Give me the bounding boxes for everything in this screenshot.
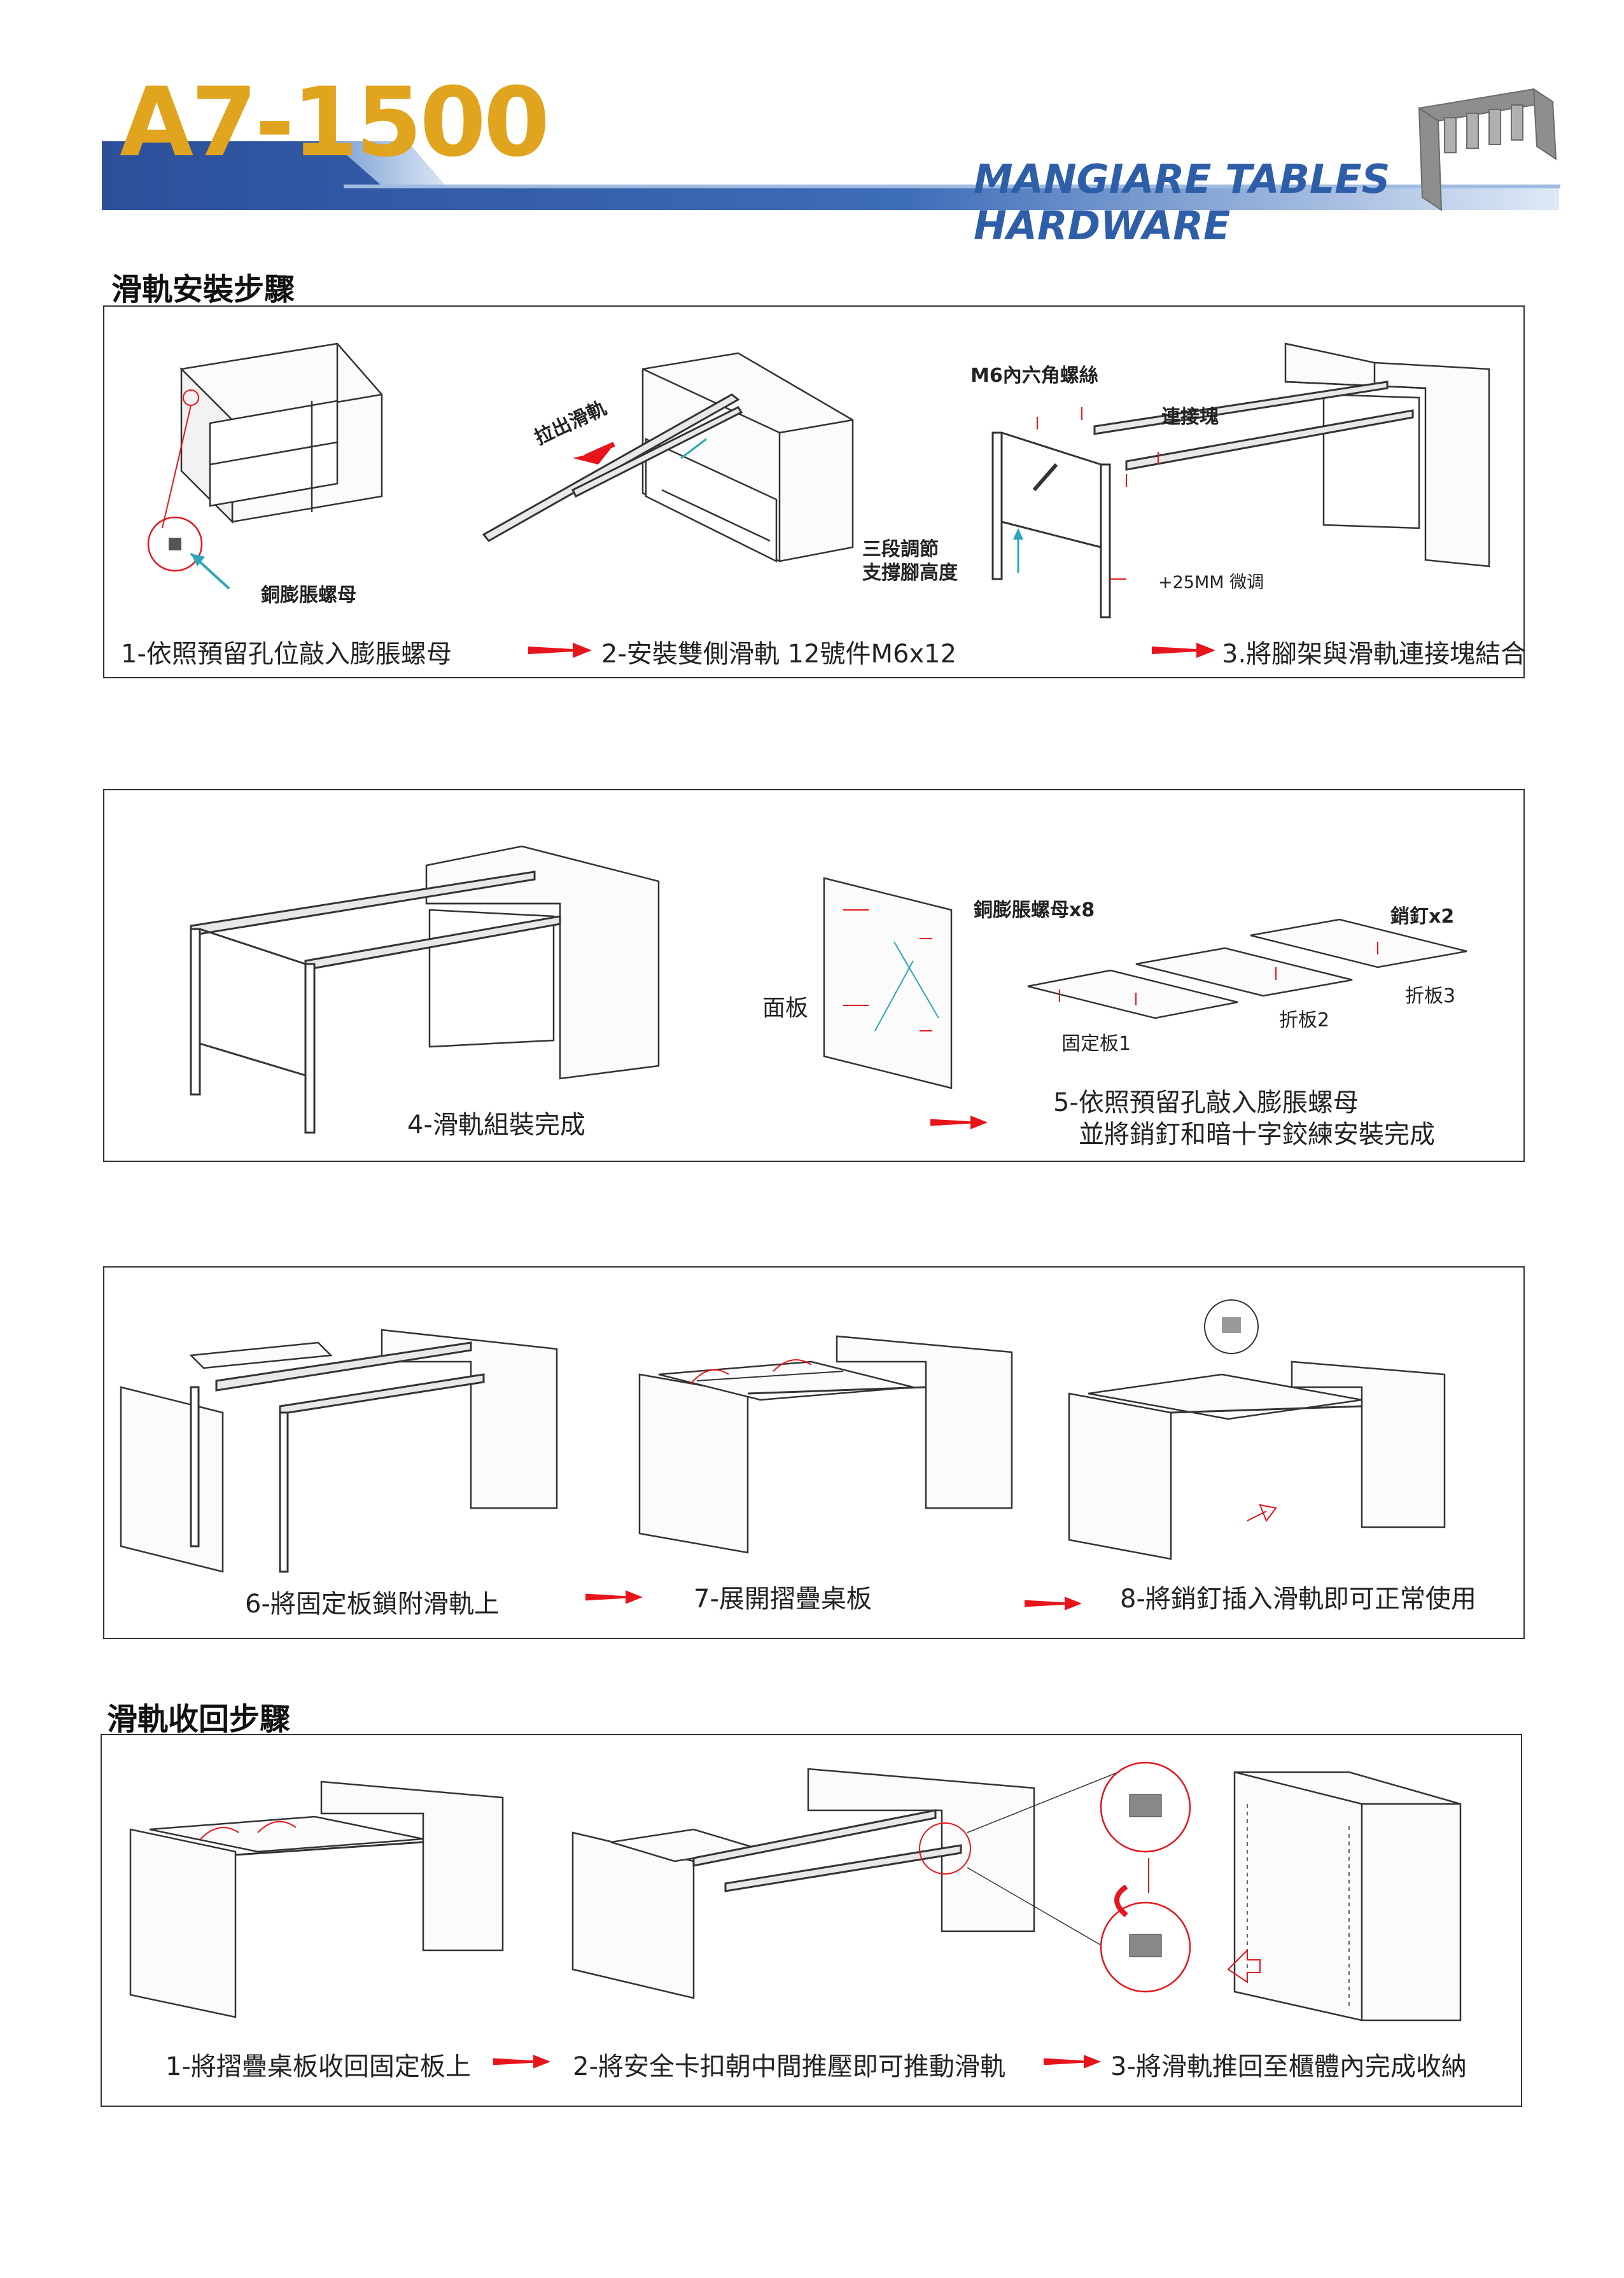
label-adjust-2: 支撐腳高度 [862,562,958,584]
cabinet-closed-drawing [1227,1771,1462,2022]
retract-step-1-caption: 1-將摺疊桌板收回固定板上 [165,2052,471,2081]
step-4-caption: 4-滑軌組裝完成 [407,1110,585,1140]
fold-back-drawing [129,1780,504,2018]
finished-table-drawing [1068,1299,1446,1560]
unfold-drawing [638,1335,1013,1554]
panels-exploded-drawing [823,877,1467,1089]
label-fold-2: 折板2 [1279,1009,1330,1031]
install-section-title: 滑軌安裝步驟 [111,272,295,307]
step-5-caption-2: 並將銷釘和暗十字鉸練安裝完成 [1079,1120,1435,1149]
header-banner [102,141,1560,210]
red-arrow-icon [528,643,592,658]
label-pin-x2: 銷釘x2 [1390,905,1455,928]
red-arrow-icon [930,1115,988,1129]
model-number: A7-1500 [120,67,550,178]
label-face-panel: 面板 [762,995,809,1021]
label-nut: 銅膨脹螺母 [261,584,356,606]
label-connector: 連接塊 [1161,406,1219,428]
label-nut-x8: 銅膨脹螺母x8 [974,899,1095,921]
frame-drawing-3 [991,342,1490,618]
safety-clip-drawing [571,1761,1191,1999]
frame-logo-icon [1417,88,1557,211]
fixed-board-drawing [120,1329,558,1573]
panel-install-3 [103,1266,1525,1639]
red-arrow-icon [1025,1597,1082,1611]
label-fold-3: 折板3 [1405,985,1456,1007]
step-7-caption: 7-展開摺疊桌板 [694,1584,872,1614]
label-fixed-1: 固定板1 [1061,1033,1131,1055]
red-arrow-icon [1044,2055,1101,2069]
label-fine-adjust: +25MM 微调 [1158,573,1264,592]
label-adjust-1: 三段調節 [862,538,939,561]
red-arrow-icon [1152,643,1215,658]
brand-name: MANGIARE TABLES HARDWARE [974,156,1390,249]
retract-section-title: 滑軌收回步驟 [107,1702,291,1737]
label-screw: M6內六角螺絲 [970,365,1098,387]
cabinet-drawing-1 [147,342,383,590]
retract-step-2-caption: 2-將安全卡扣朝中間推壓即可推動滑軌 [573,2052,1005,2081]
step-6-caption: 6-將固定板鎖附滑軌上 [245,1590,500,1619]
step-5-caption-1: 5-依照預留孔敲入膨脹螺母 [1053,1088,1359,1117]
step-2-caption: 2-安裝雙側滑軌 12號件M6x12 [601,639,957,669]
retract-step-3-caption: 3-將滑軌推回至櫃體內完成收納 [1110,2052,1467,2081]
step-3-caption: 3.將腳架與滑軌連接塊結合 [1222,639,1527,669]
red-arrow-icon [493,2055,550,2069]
step-1-caption: 1-依照預留孔位敲入膨脹螺母 [121,639,452,669]
frame-assembled-drawing [190,845,660,1134]
red-arrow-icon [585,1590,643,1604]
step-8-caption: 8-將銷釘插入滑軌即可正常使用 [1120,1584,1476,1614]
cabinet-drawing-2 [482,352,854,563]
